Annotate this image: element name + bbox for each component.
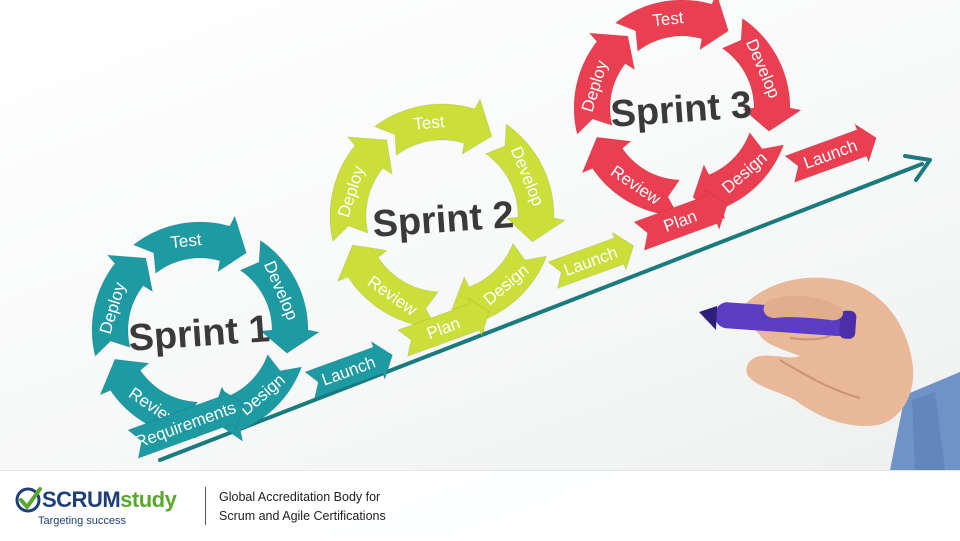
sprint-1-test-label: Test bbox=[169, 230, 202, 252]
sprint-3-test-label: Test bbox=[651, 8, 684, 30]
sprint-1-launch-arrow: Launch bbox=[303, 336, 399, 404]
scrumstudy-logo[interactable]: SCRUMstudy Targeting success bbox=[14, 485, 199, 529]
hand-with-marker bbox=[699, 278, 960, 470]
sprint-1-test-arrow: Test bbox=[132, 215, 248, 280]
logo-name: SCRUMstudy bbox=[42, 487, 176, 513]
sprint-1-title: Sprint 1 bbox=[127, 308, 271, 360]
sprint-2-test-arrow: Test bbox=[373, 98, 493, 161]
sprint-2-test-label: Test bbox=[413, 112, 446, 134]
description-line-1: Global Accreditation Body for bbox=[219, 488, 386, 507]
logo-tagline: Targeting success bbox=[38, 515, 126, 527]
sprint-2-title: Sprint 2 bbox=[371, 194, 515, 246]
sprint-3-launch-arrow: Launch bbox=[783, 119, 883, 188]
logo-checkmark-icon bbox=[14, 486, 42, 514]
sprint-3-title: Sprint 3 bbox=[609, 84, 753, 136]
footer-bar: SCRUMstudy Targeting success Global Accr… bbox=[0, 470, 960, 541]
sprint-3-test-arrow: Test bbox=[614, 0, 730, 58]
footer-description: Global Accreditation Body for Scrum and … bbox=[219, 488, 386, 526]
footer-divider bbox=[205, 487, 206, 525]
sprint-2-launch-arrow: Launch bbox=[546, 227, 640, 294]
description-line-2: Scrum and Agile Certifications bbox=[219, 507, 386, 526]
